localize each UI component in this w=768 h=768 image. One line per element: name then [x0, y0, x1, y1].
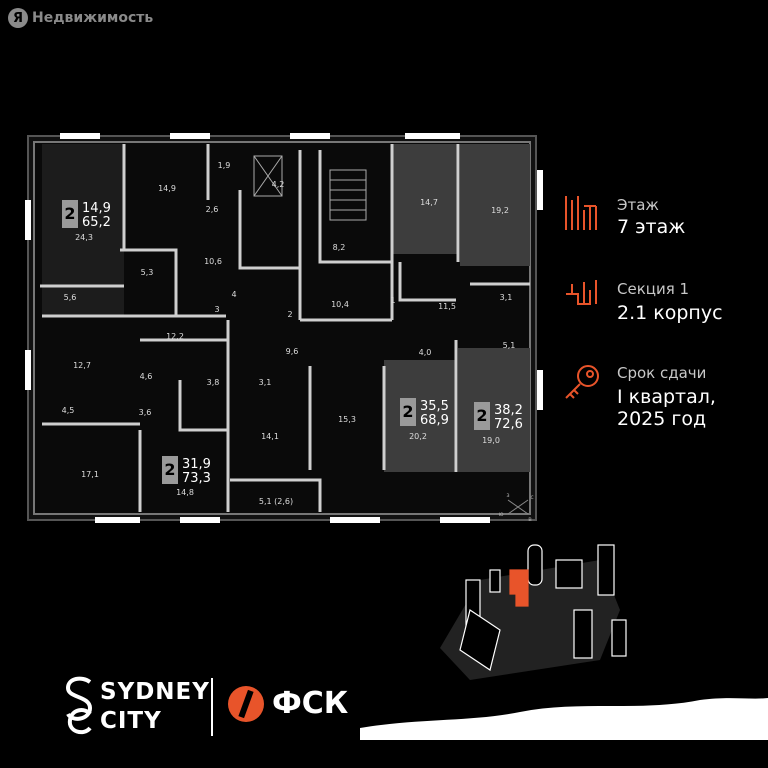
- room-area: 4,5: [62, 406, 75, 415]
- apartment-highlight: [392, 144, 458, 254]
- room-area: 14,7: [420, 198, 438, 207]
- yandex-logo-icon: Я: [8, 8, 28, 28]
- room-area: 3,1: [259, 378, 272, 387]
- room-area: 14,9: [158, 184, 176, 193]
- room-area: 10,6: [204, 257, 222, 266]
- section-label: Секция 1: [617, 280, 690, 298]
- apartment-badge[interactable]: 2 38,2 72,6: [474, 402, 523, 432]
- room-area: 5,1: [503, 341, 516, 350]
- room-area: 1,9: [218, 161, 231, 170]
- svg-text:68,9: 68,9: [420, 413, 449, 428]
- key-icon: [565, 365, 599, 399]
- apartment-badge[interactable]: 2 35,5 68,9: [400, 398, 449, 428]
- room-area: 3,8: [207, 378, 220, 387]
- room-area: 15,3: [338, 415, 356, 424]
- section-value: 2.1 корпус: [617, 302, 723, 324]
- room-area: 5,3: [141, 268, 154, 277]
- yandex-realty-logo[interactable]: Я Недвижимость: [8, 8, 153, 28]
- svg-text:2: 2: [402, 402, 413, 421]
- room-area: 14,1: [261, 432, 279, 441]
- svg-text:2: 2: [64, 204, 75, 223]
- svg-text:35,5: 35,5: [420, 399, 449, 414]
- stairs: [253, 155, 367, 221]
- apartment-highlight: [460, 144, 530, 266]
- fsk-wordmark: ФСК: [272, 686, 349, 721]
- room-area: 4: [231, 290, 236, 299]
- room-area: 19,2: [491, 206, 509, 215]
- apartment-highlight: [384, 360, 456, 472]
- apartment-badge[interactable]: 2 14,9 65,2: [62, 200, 111, 230]
- room-area: 4,2: [272, 180, 285, 189]
- room-area: 8,2: [333, 243, 346, 252]
- room-area: 9,6: [286, 347, 299, 356]
- logo-divider: [211, 678, 213, 736]
- river-label: Р.МОСКВА: [372, 716, 410, 724]
- compass-icon: з с в ю: [498, 492, 533, 523]
- room-area: 5,1 (2,6): [259, 497, 293, 506]
- svg-text:с: с: [530, 494, 533, 501]
- room-area-labels: 1,9 14,9 4,2 14,7 19,2 24,3 2,6 10,6 8,2…: [62, 161, 516, 506]
- room-area: 3: [214, 305, 219, 314]
- svg-text:2: 2: [164, 460, 175, 479]
- room-area: 10,4: [331, 300, 349, 309]
- walls: [40, 144, 530, 512]
- section-icon: [566, 280, 597, 305]
- apartment-highlight: [458, 348, 530, 472]
- room-area: 11,5: [438, 302, 456, 311]
- svg-text:ю: ю: [498, 511, 503, 518]
- svg-text:73,3: 73,3: [182, 471, 211, 486]
- room-area: 1: [390, 296, 395, 305]
- sydney-city-logo-icon: [65, 676, 93, 735]
- deadline-line1: I квартал,: [617, 386, 716, 408]
- svg-text:38,2: 38,2: [494, 403, 523, 418]
- room-area: 5,6: [64, 293, 77, 302]
- sydney-city-wordmark: SYDNEY CITY: [100, 679, 210, 734]
- svg-text:2: 2: [476, 406, 487, 425]
- svg-text:в: в: [528, 516, 532, 523]
- fsk-logo-icon: [228, 686, 264, 722]
- svg-text:31,9: 31,9: [182, 457, 211, 472]
- apartment-badge[interactable]: 2 31,9 73,3: [162, 456, 211, 486]
- room-area: 20,2: [409, 432, 427, 441]
- svg-text:72,6: 72,6: [494, 417, 523, 432]
- deadline-label: Срок сдачи: [617, 364, 707, 382]
- room-area: 4,0: [419, 348, 432, 357]
- floor-value: 7 этаж: [617, 216, 686, 238]
- room-area: 14,8: [176, 488, 194, 497]
- room-area: 19,0: [482, 436, 500, 445]
- room-area: 3,6: [139, 408, 152, 417]
- room-area: 12,7: [73, 361, 91, 370]
- deadline-line2: 2025 год: [617, 408, 707, 430]
- floor-label: Этаж: [617, 196, 659, 214]
- river: [360, 698, 768, 740]
- room-area: 12,2: [166, 332, 184, 341]
- room-area: 3,1: [500, 293, 513, 302]
- svg-text:65,2: 65,2: [82, 215, 111, 230]
- svg-text:14,9: 14,9: [82, 201, 111, 216]
- room-area: 24,3: [75, 233, 93, 242]
- room-area: 17,1: [81, 470, 99, 479]
- windows: [25, 133, 543, 523]
- svg-text:з: з: [506, 492, 509, 499]
- room-area: 2: [287, 310, 292, 319]
- brand-name: Недвижимость: [32, 10, 154, 26]
- site-map: [440, 544, 627, 680]
- room-area: 4,6: [140, 372, 153, 381]
- room-area: 2,6: [206, 205, 219, 214]
- floor-icon: [565, 196, 597, 230]
- apartment-highlight: [42, 144, 124, 316]
